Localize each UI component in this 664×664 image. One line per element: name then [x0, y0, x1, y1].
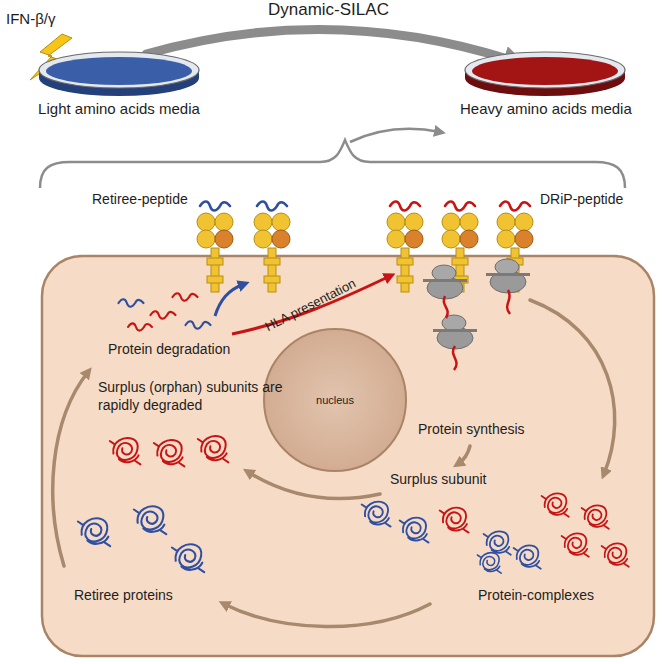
text-label: IFN-β/γ — [6, 10, 55, 28]
dish-shape — [460, 50, 630, 98]
retiree-arrow — [215, 284, 244, 316]
nucleus: nucleus — [263, 328, 407, 472]
dish-caption: Heavy amino acids media — [460, 100, 630, 118]
cell — [42, 256, 654, 656]
text-label: Retiree-peptide — [92, 190, 188, 208]
surplus-subunits — [362, 502, 469, 543]
petri-dish: Heavy amino acids media — [460, 50, 630, 118]
text-label: Protein synthesis — [418, 420, 525, 438]
ribosomes — [423, 259, 530, 370]
text-label: Retiree proteins — [74, 586, 173, 604]
node-label: nucleus — [316, 391, 354, 409]
dish-caption: Light amino acids media — [34, 100, 204, 118]
text-label: Protein degradation — [108, 340, 230, 358]
flow-arrows — [53, 300, 615, 627]
text-label: Surplus (orphan) subunits are rapidly de… — [98, 378, 288, 414]
bracket — [40, 129, 625, 188]
text-label: Protein-complexes — [478, 586, 594, 604]
retiree-proteins — [78, 506, 204, 572]
hla-molecules — [197, 213, 533, 292]
peptides — [119, 202, 531, 331]
orphan-subunits — [110, 436, 229, 466]
dish-shape — [34, 50, 204, 98]
petri-dish: Light amino acids media — [34, 50, 204, 118]
text-label: DRiP-peptide — [540, 190, 623, 208]
edge-label: Dynamic-SILAC — [265, 0, 392, 20]
text-label: Surplus subunit — [390, 470, 487, 488]
connector-arrow — [146, 29, 511, 60]
protein-complexes — [477, 493, 628, 573]
